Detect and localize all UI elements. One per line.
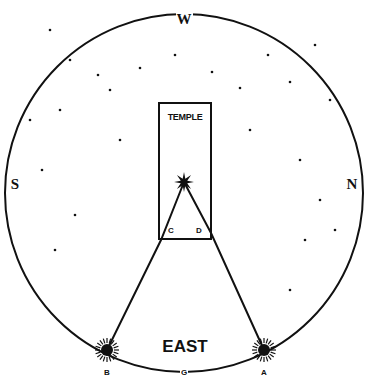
sun-ray (111, 340, 114, 344)
star-dot (319, 199, 322, 202)
sun-ray (113, 343, 117, 346)
sun-ray (97, 354, 101, 357)
temple-label: TEMPLE (160, 104, 210, 122)
sun-ray (114, 352, 119, 354)
sun-ray (109, 357, 111, 362)
sun-ray (253, 346, 258, 348)
star-dot (267, 54, 270, 57)
sun-ray (271, 352, 276, 354)
sun-ray (113, 354, 117, 357)
sun-disc (101, 344, 113, 356)
sun-ray (95, 349, 100, 350)
sun-ray (260, 357, 262, 362)
sun-ray (109, 339, 111, 344)
horizon-circle (5, 14, 363, 372)
star-dot (41, 169, 44, 172)
sun-ray (96, 346, 101, 348)
sun-symbol (252, 338, 276, 362)
star-dot (29, 119, 32, 122)
point-label: B (103, 368, 111, 378)
sun-ray (263, 338, 264, 343)
sun-ray (260, 339, 262, 344)
star-dot (174, 54, 177, 57)
sight-line (107, 182, 184, 350)
point-label: A (260, 368, 268, 378)
sun-ray (100, 356, 103, 360)
star-dot (289, 289, 292, 292)
star-field (29, 29, 337, 292)
star-dot (304, 239, 307, 242)
sun-ray (268, 356, 271, 360)
point-label: G (180, 368, 188, 378)
star-dot (69, 59, 72, 62)
sun-ray (271, 346, 276, 348)
sun-ray (266, 339, 268, 344)
star-dot (97, 74, 100, 77)
star-dot (59, 109, 62, 112)
star-dot (239, 87, 242, 90)
sun-ray (100, 340, 103, 344)
sun-ray (270, 354, 274, 357)
sun-ray (266, 357, 268, 362)
sun-ray (271, 349, 276, 350)
compass-label: N (346, 176, 359, 193)
compass-label: EAST (161, 337, 208, 356)
star-dot (329, 99, 332, 102)
sight-line (184, 182, 264, 350)
star-dot (109, 89, 112, 92)
sun-ray (253, 352, 258, 354)
sun-ray (114, 349, 119, 350)
sun-ray (257, 340, 260, 344)
star-dot (314, 44, 317, 47)
star-dot (54, 249, 57, 252)
sun-ray (270, 343, 274, 346)
star-dot (289, 81, 292, 84)
sun-ray (254, 354, 258, 357)
star-dot (334, 229, 337, 232)
sun-symbol (95, 338, 119, 362)
sun-ray (106, 357, 107, 362)
sun-ray (252, 349, 257, 350)
sun-ray (96, 352, 101, 354)
sun-ray (114, 346, 119, 348)
sun-ray (103, 339, 105, 344)
sun-ray (268, 340, 271, 344)
star-dot (49, 29, 52, 32)
star-dot (119, 139, 122, 142)
star-dot (249, 129, 252, 132)
sun-ray (254, 343, 258, 346)
star-dot (139, 67, 142, 70)
sun-ray (103, 357, 105, 362)
sun-disc (258, 344, 270, 356)
sun-ray (97, 343, 101, 346)
star-dot (211, 71, 214, 74)
sun-ray (111, 356, 114, 360)
point-label: D (195, 226, 203, 236)
star-symbol (174, 172, 194, 192)
sun-ray (263, 357, 264, 362)
star-dot (299, 159, 302, 162)
temple-box: TEMPLE (158, 102, 212, 240)
compass-label: W (176, 11, 193, 28)
sun-ray (257, 356, 260, 360)
sun-ray (106, 338, 107, 343)
compass-label: S (10, 176, 20, 193)
point-label: C (167, 226, 175, 236)
star-dot (74, 214, 77, 217)
